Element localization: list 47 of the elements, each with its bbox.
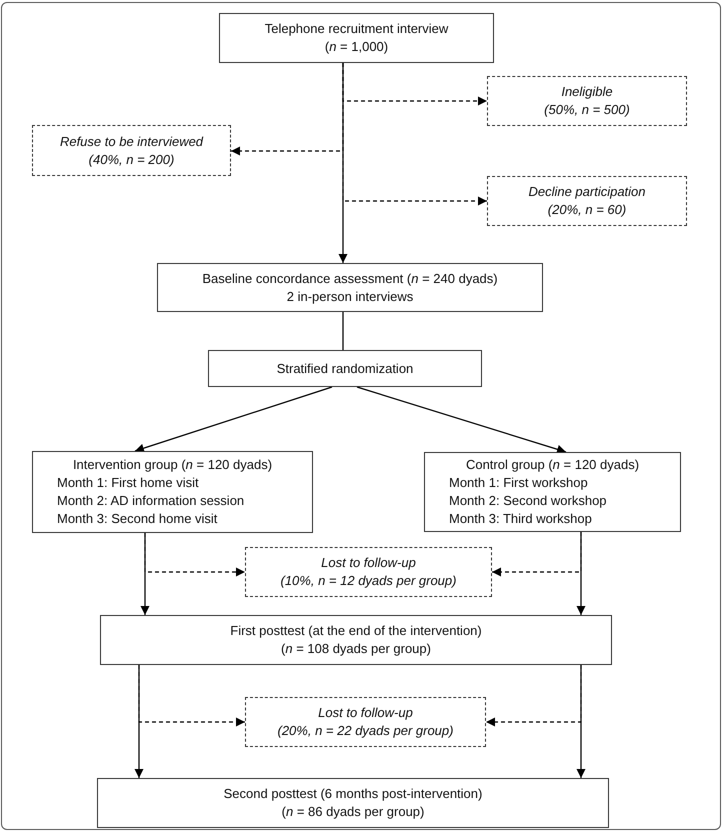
process-box — [219, 13, 494, 63]
box-text: (20%, n = 60) — [548, 201, 626, 219]
exclusion-box — [32, 125, 231, 176]
box-heading: Baseline concordance assessment (n = 240 dyads) — [202, 270, 498, 288]
process-box — [32, 451, 313, 533]
process-box — [208, 350, 482, 387]
process-box — [424, 452, 681, 532]
box-heading: Telephone recruitment interview — [264, 20, 448, 38]
arrow — [356, 386, 566, 454]
exclusion-box — [245, 547, 492, 597]
box-text: (40%, n = 200) — [88, 150, 174, 168]
exclusion-box — [487, 76, 687, 126]
box-heading: Second posttest (6 months post-intervention) — [224, 785, 482, 803]
dashed-arrow — [138, 665, 245, 726]
box-text: (n = 86 dyads per group) — [282, 803, 424, 821]
dashed-arrow — [342, 63, 487, 206]
box-heading: First posttest (at the end of the intervention) — [230, 622, 482, 640]
box-text: Month 1: First workshop — [448, 474, 588, 492]
box-text: (10%, n = 12 dyads per group) — [280, 572, 456, 590]
box-text: Month 2: AD information session — [56, 492, 244, 510]
box-heading: Control group (n = 120 dyads) — [466, 456, 640, 474]
box-text: 2 in-person interviews — [286, 288, 414, 306]
process-box — [100, 615, 612, 665]
connector-line — [342, 312, 344, 350]
box-text: Month 2: Second workshop — [448, 492, 607, 510]
box-heading: Lost to follow-up — [321, 554, 416, 572]
box-heading: Intervention group (n = 120 dyads) — [72, 456, 272, 474]
box-heading: Ineligible — [561, 83, 613, 101]
dashed-arrow — [144, 533, 245, 576]
box-text: Month 3: Third workshop — [448, 510, 592, 528]
box-heading: Decline participation — [528, 183, 646, 201]
process-box — [97, 778, 609, 828]
box-heading: Refuse to be interviewed — [60, 132, 204, 150]
exclusion-box — [245, 697, 486, 747]
exclusion-box — [487, 176, 687, 226]
dashed-arrow — [492, 532, 582, 576]
process-box — [157, 263, 543, 312]
box-heading: Lost to follow-up — [318, 704, 413, 722]
box-text: (20%, n = 22 dyads per group) — [278, 722, 454, 740]
arrow — [134, 386, 332, 452]
box-text: Month 1: First home visit — [56, 474, 199, 492]
box-text: (50%, n = 500) — [544, 101, 630, 119]
dashed-arrow — [486, 665, 582, 726]
box-text: Month 3: Second home visit — [56, 510, 218, 528]
box-text: (n = 108 dyads per group) — [281, 640, 431, 658]
box-heading: Stratified randomization — [276, 360, 414, 378]
box-text: (n = 1,000) — [324, 38, 388, 56]
